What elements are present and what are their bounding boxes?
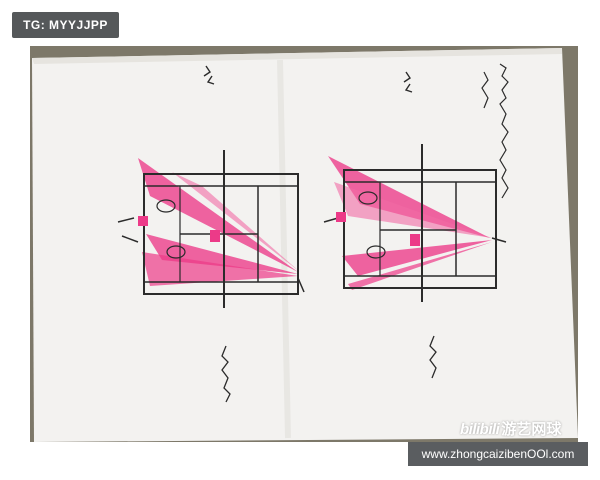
paper-sketch [30,46,578,442]
bilibili-brand-text: bilibili [460,421,500,438]
url-watermark: www.zhongcaizibenOOl.com [408,442,588,466]
right-court-diagram [323,63,509,379]
paper-sheet [32,48,578,442]
pink-lane [172,172,300,272]
pink-lane [334,182,492,238]
left-court-diagram [117,65,305,403]
photo [30,46,578,442]
pink-lane [146,234,298,274]
bilibili-channel-title: 游艺网球 [501,421,562,438]
pink-lane [328,156,490,238]
pink-lane [142,252,298,286]
telegram-watermark: TG: MYYJJPP [12,12,119,38]
